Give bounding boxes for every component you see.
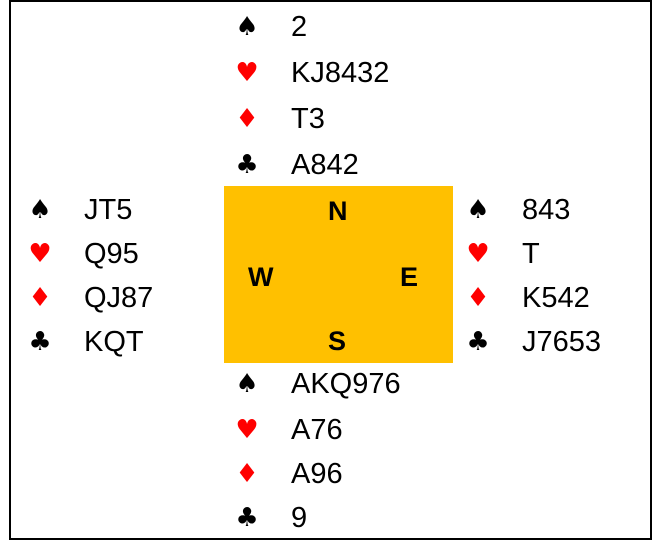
spade-icon: ♠ — [235, 369, 259, 399]
heart-icon: ♥ — [28, 239, 52, 269]
east-clubs: J7653 — [522, 326, 602, 358]
heart-icon: ♥ — [466, 239, 490, 269]
south-clubs-row: ♣ 9 — [235, 497, 495, 539]
club-icon: ♣ — [235, 150, 259, 180]
south-clubs: 9 — [291, 502, 308, 534]
west-clubs: KQT — [84, 326, 144, 358]
west-diamonds-row: ♦ QJ87 — [28, 277, 288, 319]
east-hearts: T — [522, 238, 540, 270]
north-hearts: KJ8432 — [291, 57, 390, 89]
compass-north: N — [328, 196, 348, 226]
compass-west: W — [248, 262, 274, 292]
heart-icon: ♥ — [235, 58, 259, 88]
compass-east: E — [400, 262, 419, 292]
north-hearts-row: ♥ KJ8432 — [235, 52, 495, 94]
south-diamonds-row: ♦ A96 — [235, 453, 495, 495]
north-clubs-row: ♣ A842 — [235, 144, 495, 186]
diamond-icon: ♦ — [28, 283, 52, 313]
north-spades: 2 — [291, 11, 308, 43]
south-spades: AKQ976 — [291, 368, 401, 400]
north-diamonds: T3 — [291, 103, 325, 135]
spade-icon: ♠ — [466, 195, 490, 225]
north-spades-row: ♠ 2 — [235, 6, 495, 48]
heart-icon: ♥ — [235, 415, 259, 445]
club-icon: ♣ — [466, 327, 490, 357]
south-hearts-row: ♥ A76 — [235, 409, 495, 451]
club-icon: ♣ — [235, 503, 259, 533]
east-diamonds: K542 — [522, 282, 590, 314]
east-diamonds-row: ♦ K542 — [466, 277, 662, 319]
diamond-icon: ♦ — [235, 459, 259, 489]
west-spades: JT5 — [84, 194, 133, 226]
spade-icon: ♠ — [235, 12, 259, 42]
west-clubs-row: ♣ KQT — [28, 321, 288, 363]
spade-icon: ♠ — [28, 195, 52, 225]
north-clubs: A842 — [291, 149, 359, 181]
compass-box: N W E S — [224, 186, 453, 363]
club-icon: ♣ — [28, 327, 52, 357]
south-diamonds: A96 — [291, 458, 343, 490]
west-diamonds: QJ87 — [84, 282, 154, 314]
south-spades-row: ♠ AKQ976 — [235, 363, 495, 405]
diamond-icon: ♦ — [466, 283, 490, 313]
south-hearts: A76 — [291, 414, 343, 446]
west-hearts: Q95 — [84, 238, 139, 270]
north-diamonds-row: ♦ T3 — [235, 98, 495, 140]
compass-south: S — [328, 326, 347, 356]
diamond-icon: ♦ — [235, 104, 259, 134]
west-hearts-row: ♥ Q95 — [28, 233, 288, 275]
east-hearts-row: ♥ T — [466, 233, 662, 275]
east-spades-row: ♠ 843 — [466, 189, 662, 231]
east-spades: 843 — [522, 194, 571, 226]
west-spades-row: ♠ JT5 — [28, 189, 288, 231]
east-clubs-row: ♣ J7653 — [466, 321, 662, 363]
